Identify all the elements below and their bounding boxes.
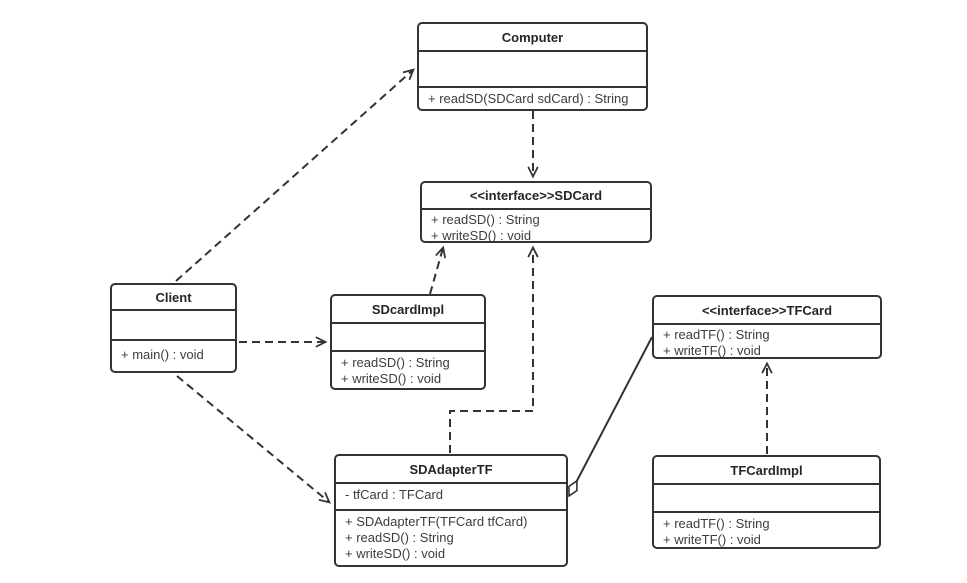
realization-arrow-sdcardimpl-sdcard — [429, 245, 446, 295]
class-member: - tfCard : TFCard — [345, 487, 444, 502]
class-box-tfcard-interface: <<interface>>TFCard + readTF() : String … — [652, 295, 882, 359]
class-box-sdcardimpl: SDcardImpl + readSD() : String + writeSD… — [330, 294, 486, 390]
class-member: + writeSD() : void — [431, 228, 532, 243]
methods-compartment: + readTF() : String + writeTF() : void — [654, 323, 880, 358]
methods-compartment: + readTF() : String + writeTF() : void — [654, 511, 879, 547]
methods-compartment: + readSD(SDCard sdCard) : String — [419, 86, 646, 109]
attributes-compartment — [332, 322, 484, 350]
class-member: + SDAdapterTF(TFCard tfCard) — [345, 514, 528, 529]
class-box-sdcard-interface: <<interface>>SDCard + readSD() : String … — [420, 181, 652, 243]
class-title: Computer — [501, 29, 564, 45]
class-member: + readTF() : String — [663, 327, 770, 342]
class-member: + readSD() : String — [431, 212, 540, 227]
class-box-computer: Computer + readSD(SDCard sdCard) : Strin… — [417, 22, 648, 111]
methods-compartment: + main() : void — [112, 339, 235, 371]
class-title: Client — [155, 289, 192, 305]
aggregation-line-sdadaptertf-tfcard — [568, 336, 653, 496]
class-box-client: Client + main() : void — [110, 283, 237, 373]
class-box-tfcardimpl: TFCardImpl + readTF() : String + writeTF… — [652, 455, 881, 549]
attributes-compartment — [419, 50, 646, 86]
class-member: + readSD() : String — [341, 355, 450, 370]
class-member: + readTF() : String — [663, 516, 770, 531]
methods-compartment: + readSD() : String + writeSD() : void — [422, 208, 650, 243]
class-title: SDAdapterTF — [409, 461, 493, 477]
class-title: <<interface>>SDCard — [469, 188, 603, 203]
class-member: + main() : void — [121, 347, 204, 362]
class-box-sdadaptertf: SDAdapterTF - tfCard : TFCard + SDAdapte… — [334, 454, 568, 567]
methods-compartment: + readSD() : String + writeSD() : void — [332, 350, 484, 388]
class-title: SDcardImpl — [371, 301, 445, 317]
methods-compartment: + SDAdapterTF(TFCard tfCard) + readSD() … — [336, 509, 566, 565]
class-member: + writeTF() : void — [663, 532, 761, 547]
class-title: <<interface>>TFCard — [701, 302, 833, 318]
dependency-arrow-client-sdadaptertf — [176, 375, 331, 504]
class-title: TFCardImpl — [730, 462, 803, 478]
class-member: + writeSD() : void — [341, 371, 442, 386]
attributes-compartment — [654, 483, 879, 511]
attributes-compartment: - tfCard : TFCard — [336, 482, 566, 509]
class-member: + writeSD() : void — [345, 546, 446, 561]
dependency-arrow-client-computer — [175, 68, 415, 282]
class-member: + readSD(SDCard sdCard) : String — [428, 91, 629, 106]
attributes-compartment — [112, 309, 235, 339]
class-member: + writeTF() : void — [663, 343, 761, 358]
class-member: + readSD() : String — [345, 530, 454, 545]
